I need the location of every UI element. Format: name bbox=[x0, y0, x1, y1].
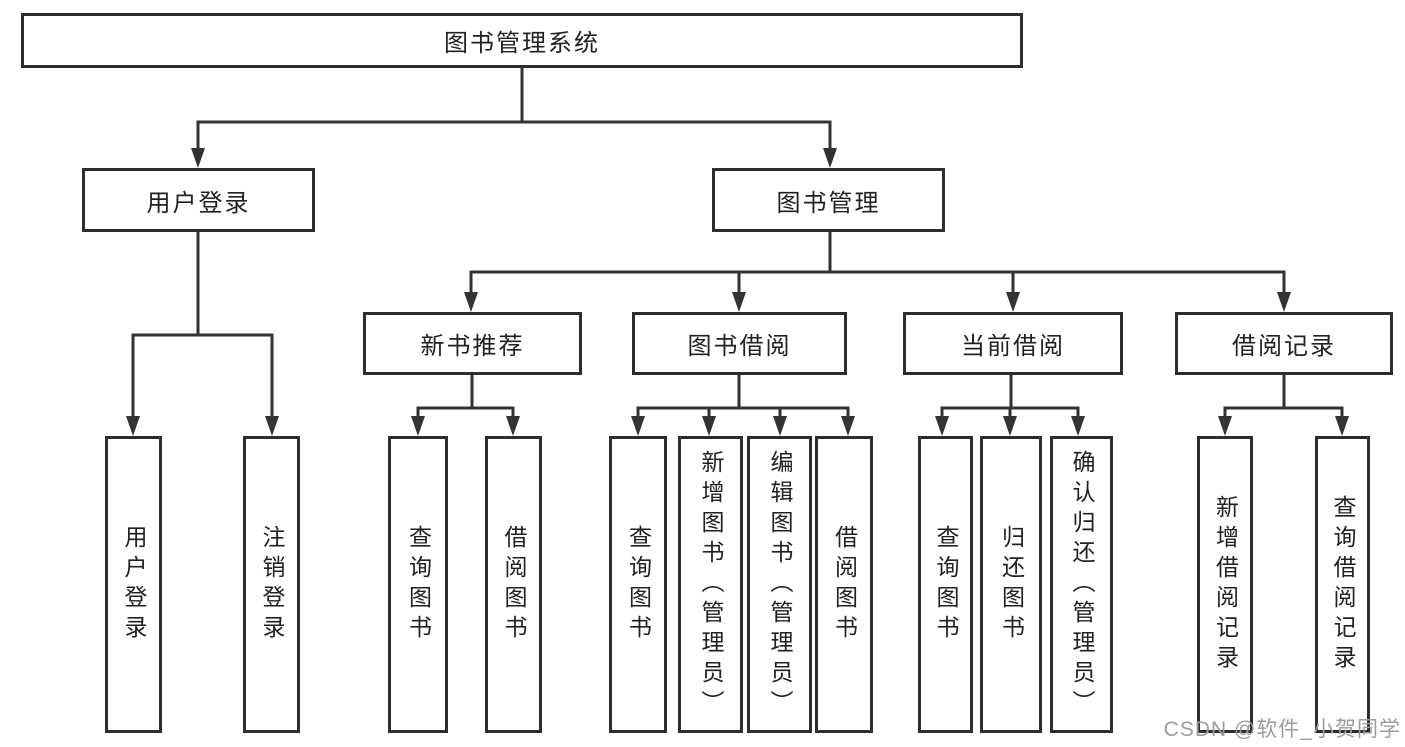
node-book-management: 图书管理 bbox=[712, 168, 945, 232]
leaf-add-books-admin: 新增图书（管理员） bbox=[678, 436, 743, 733]
leaf-query-books-current-label: 查询图书 bbox=[933, 524, 959, 645]
leaf-return-books: 归还图书 bbox=[980, 436, 1042, 733]
leaf-query-borrow-record: 查询借阅记录 bbox=[1315, 436, 1370, 733]
leaf-user-login-label: 用户登录 bbox=[121, 524, 147, 645]
leaf-user-login: 用户登录 bbox=[105, 436, 162, 733]
leaf-query-books-current: 查询图书 bbox=[918, 436, 973, 733]
leaf-return-books-label: 归还图书 bbox=[998, 524, 1025, 645]
leaf-borrow-books-borrowing-label: 借阅图书 bbox=[831, 524, 858, 645]
node-borrowing-records: 借阅记录 bbox=[1175, 312, 1393, 375]
leaf-logout-login-label: 注销登录 bbox=[259, 524, 285, 645]
node-new-book-recommendation-label: 新书推荐 bbox=[420, 333, 525, 360]
node-current-borrowing-label: 当前借阅 bbox=[961, 333, 1065, 360]
leaf-add-borrow-record-label: 新增借阅记录 bbox=[1212, 494, 1239, 675]
node-book-borrowing: 图书借阅 bbox=[632, 312, 847, 375]
leaf-add-borrow-record: 新增借阅记录 bbox=[1197, 436, 1253, 733]
leaf-confirm-return-admin-label: 确认归还（管理员） bbox=[1069, 449, 1095, 720]
leaf-query-books-borrowing: 查询图书 bbox=[609, 436, 667, 733]
node-library-system: 图书管理系统 bbox=[21, 13, 1023, 68]
leaf-borrow-books-recommend-label: 借阅图书 bbox=[501, 524, 527, 645]
leaf-logout-login: 注销登录 bbox=[243, 436, 300, 733]
leaf-borrow-books-borrowing: 借阅图书 bbox=[815, 436, 873, 733]
node-book-management-label: 图书管理 bbox=[776, 189, 881, 217]
leaf-query-books-recommend: 查询图书 bbox=[388, 436, 448, 733]
leaf-borrow-books-recommend: 借阅图书 bbox=[485, 436, 542, 733]
watermark-text: CSDN @软件_小贺同学 bbox=[1163, 718, 1401, 741]
leaf-edit-books-admin-label: 编辑图书（管理员） bbox=[767, 449, 793, 720]
node-user-login: 用户登录 bbox=[82, 168, 315, 232]
node-borrowing-records-label: 借阅记录 bbox=[1232, 333, 1336, 360]
leaf-query-books-recommend-label: 查询图书 bbox=[405, 524, 432, 645]
leaf-add-books-admin-label: 新增图书（管理员） bbox=[698, 449, 724, 720]
leaf-query-books-borrowing-label: 查询图书 bbox=[625, 524, 652, 645]
leaf-confirm-return-admin: 确认归还（管理员） bbox=[1050, 436, 1113, 733]
node-current-borrowing: 当前借阅 bbox=[903, 312, 1123, 375]
node-user-login-label: 用户登录 bbox=[146, 189, 251, 217]
node-library-system-label: 图书管理系统 bbox=[444, 30, 600, 57]
node-new-book-recommendation: 新书推荐 bbox=[363, 312, 582, 375]
leaf-edit-books-admin: 编辑图书（管理员） bbox=[747, 436, 812, 733]
node-book-borrowing-label: 图书借阅 bbox=[687, 333, 792, 360]
leaf-query-borrow-record-label: 查询借阅记录 bbox=[1330, 494, 1356, 675]
